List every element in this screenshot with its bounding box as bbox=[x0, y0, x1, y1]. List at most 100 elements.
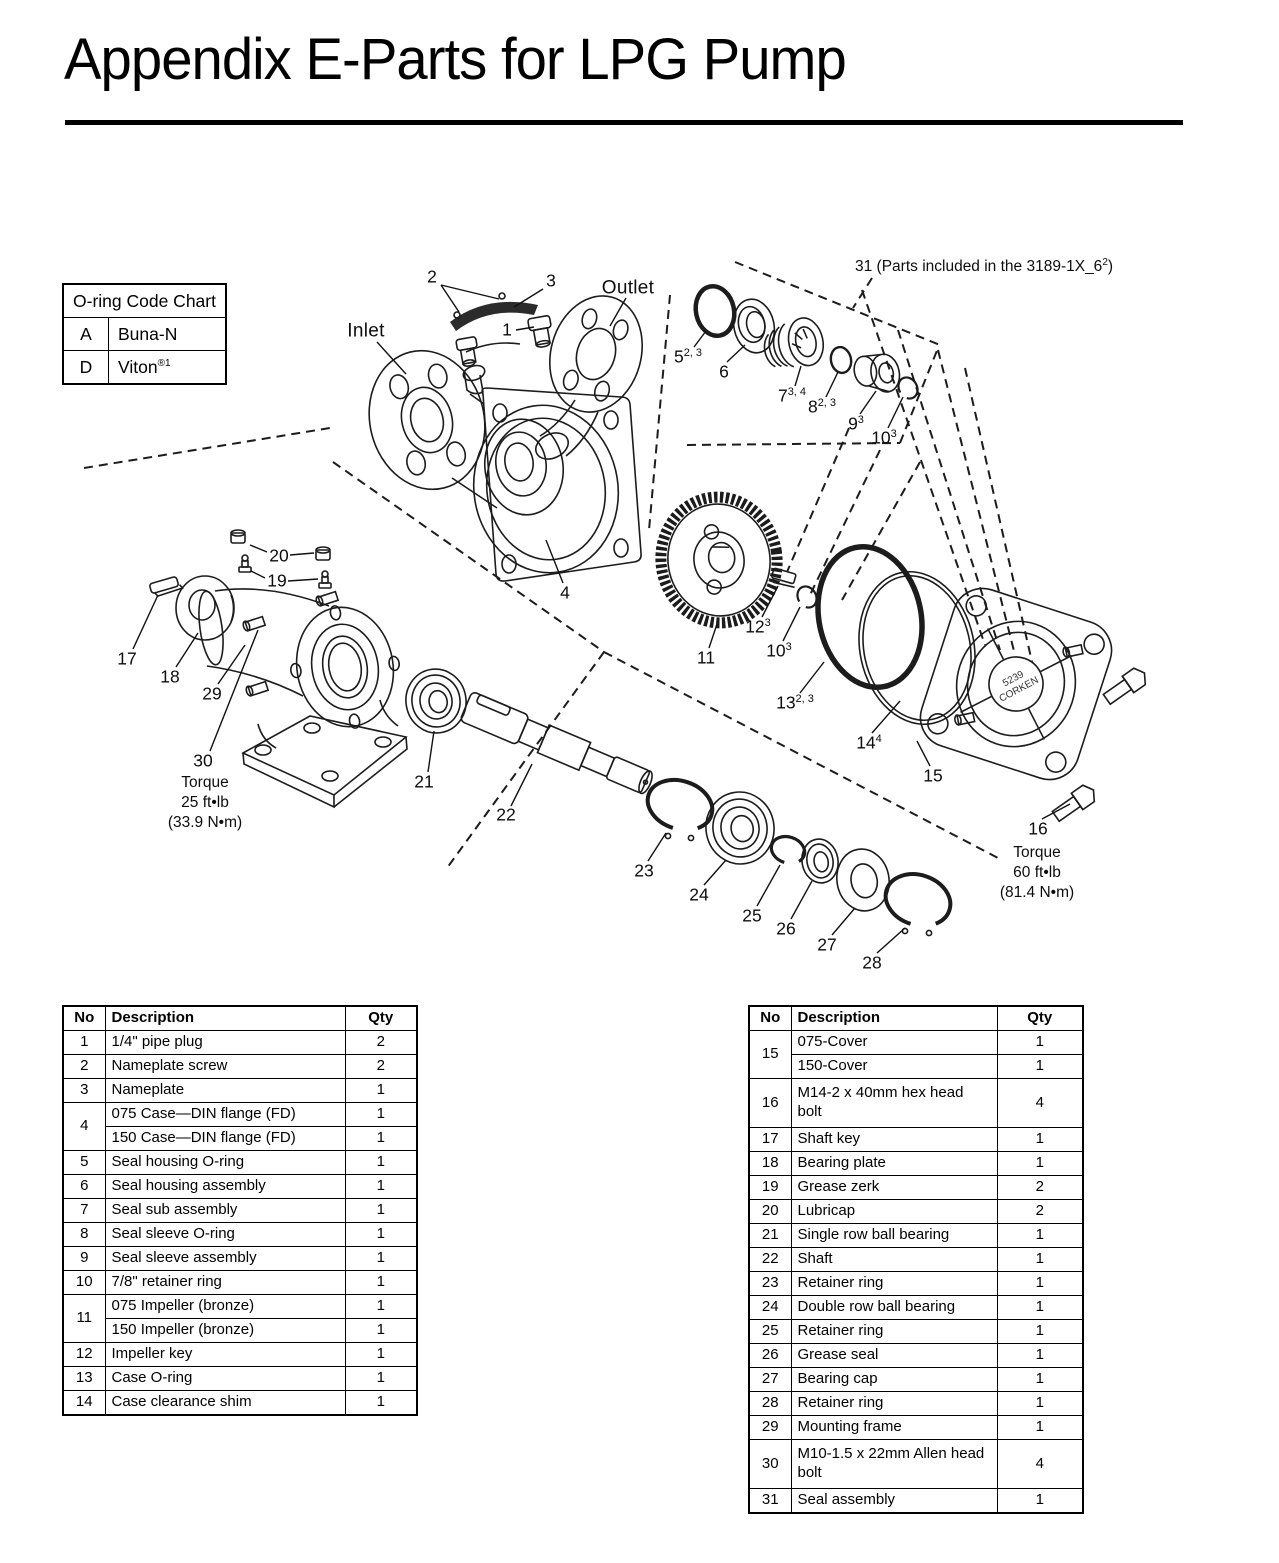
callout-inlet: Inlet bbox=[347, 320, 385, 342]
cell-description: Bearing cap bbox=[790, 1367, 998, 1392]
ball-bearing-24-art bbox=[705, 791, 775, 865]
cell-no: 16 bbox=[748, 1078, 792, 1128]
hex-bolt-art bbox=[1051, 667, 1147, 823]
cell-description: Seal sub assembly bbox=[104, 1198, 346, 1223]
cell-qty: 4 bbox=[996, 1078, 1084, 1128]
callout-outlet: Outlet bbox=[601, 277, 655, 299]
cell-qty: 1 bbox=[344, 1342, 418, 1367]
callout-11: 11 bbox=[696, 647, 716, 668]
column-header-no: No bbox=[748, 1005, 792, 1031]
case-oring-art bbox=[815, 543, 925, 691]
cell-qty: 1 bbox=[344, 1102, 418, 1127]
column-header-description: Description bbox=[790, 1005, 998, 1031]
cell-description: Nameplate screw bbox=[104, 1054, 346, 1079]
cell-qty: 1 bbox=[344, 1246, 418, 1271]
cell-qty: 1 bbox=[996, 1151, 1084, 1176]
callout-12: 123 bbox=[745, 616, 771, 637]
outlet-flange-art bbox=[534, 295, 644, 460]
cell-description: 075 Impeller (bronze) bbox=[104, 1294, 346, 1319]
cell-no: 11 bbox=[62, 1294, 106, 1343]
oring-code: D bbox=[62, 350, 109, 385]
bearing-cap-art bbox=[836, 848, 890, 912]
lubricap-art bbox=[230, 529, 331, 561]
cell-no: 14 bbox=[62, 1390, 106, 1416]
retainer-ring-10-art bbox=[796, 585, 818, 609]
cell-no: 30 bbox=[748, 1439, 792, 1489]
cell-description: Retainer ring bbox=[790, 1271, 998, 1296]
cell-description: Seal sleeve assembly bbox=[104, 1246, 346, 1271]
callout-7: 73, 4 bbox=[777, 385, 807, 406]
cell-description: Case clearance shim bbox=[104, 1390, 346, 1416]
cell-qty: 1 bbox=[344, 1078, 418, 1103]
cell-qty: 1 bbox=[996, 1488, 1084, 1514]
cell-qty: 1 bbox=[996, 1271, 1084, 1296]
cell-no: 8 bbox=[62, 1222, 106, 1247]
cell-no: 2 bbox=[62, 1054, 106, 1079]
cell-qty: 1 bbox=[344, 1126, 418, 1151]
cell-no: 17 bbox=[748, 1127, 792, 1152]
cell-description: M10-1.5 x 22mm Allen head bolt bbox=[790, 1439, 998, 1489]
callout-20: 20 bbox=[269, 545, 289, 566]
callout-23: 23 bbox=[634, 860, 654, 881]
mounting-frame-art bbox=[198, 588, 408, 809]
cell-qty: 2 bbox=[996, 1199, 1084, 1224]
cell-description: Seal housing assembly bbox=[104, 1174, 346, 1199]
column-header-description: Description bbox=[104, 1005, 346, 1031]
cell-no: 20 bbox=[748, 1199, 792, 1224]
cell-description: Bearing plate bbox=[790, 1151, 998, 1176]
shaft-key-art bbox=[149, 576, 184, 598]
cell-qty: 2 bbox=[344, 1054, 418, 1079]
callout-5: 52, 3 bbox=[673, 346, 703, 367]
callout-2: 2 bbox=[427, 266, 437, 287]
callout-25: 25 bbox=[742, 905, 762, 926]
cell-qty: 1 bbox=[996, 1247, 1084, 1272]
cell-no: 31 bbox=[748, 1488, 792, 1514]
oring-chart-title: O-ring Code Chart bbox=[62, 283, 227, 318]
cell-description: Retainer ring bbox=[790, 1391, 998, 1416]
cell-no: 21 bbox=[748, 1223, 792, 1248]
callout-14: 144 bbox=[856, 732, 882, 753]
cell-qty: 1 bbox=[996, 1054, 1084, 1079]
cell-qty: 1 bbox=[344, 1294, 418, 1319]
table-row: 150 Case—DIN flange (FD)1 bbox=[63, 1126, 418, 1151]
shaft-art bbox=[460, 692, 653, 795]
inlet-flange-art bbox=[368, 349, 486, 491]
impeller-key-art bbox=[771, 567, 797, 589]
cell-description: M14-2 x 40mm hex head bolt bbox=[790, 1078, 998, 1128]
cell-description: Shaft bbox=[790, 1247, 998, 1272]
cell-no: 28 bbox=[748, 1391, 792, 1416]
ball-bearing-21-art bbox=[405, 668, 467, 734]
callout-15: 15 bbox=[923, 765, 943, 786]
cell-qty: 1 bbox=[996, 1127, 1084, 1152]
cell-qty: 1 bbox=[344, 1150, 418, 1175]
retainer-ring-23-art bbox=[645, 778, 715, 842]
retainer-ring-28-art bbox=[883, 872, 953, 937]
cell-description: 1/4" pipe plug bbox=[104, 1030, 346, 1055]
cell-qty: 1 bbox=[996, 1295, 1084, 1320]
callout-16: 16 bbox=[1028, 818, 1048, 839]
impeller-art bbox=[655, 491, 783, 629]
cell-qty: 2 bbox=[996, 1175, 1084, 1200]
callout-1: 1 bbox=[502, 319, 512, 340]
callout-19: 19 bbox=[267, 570, 287, 591]
